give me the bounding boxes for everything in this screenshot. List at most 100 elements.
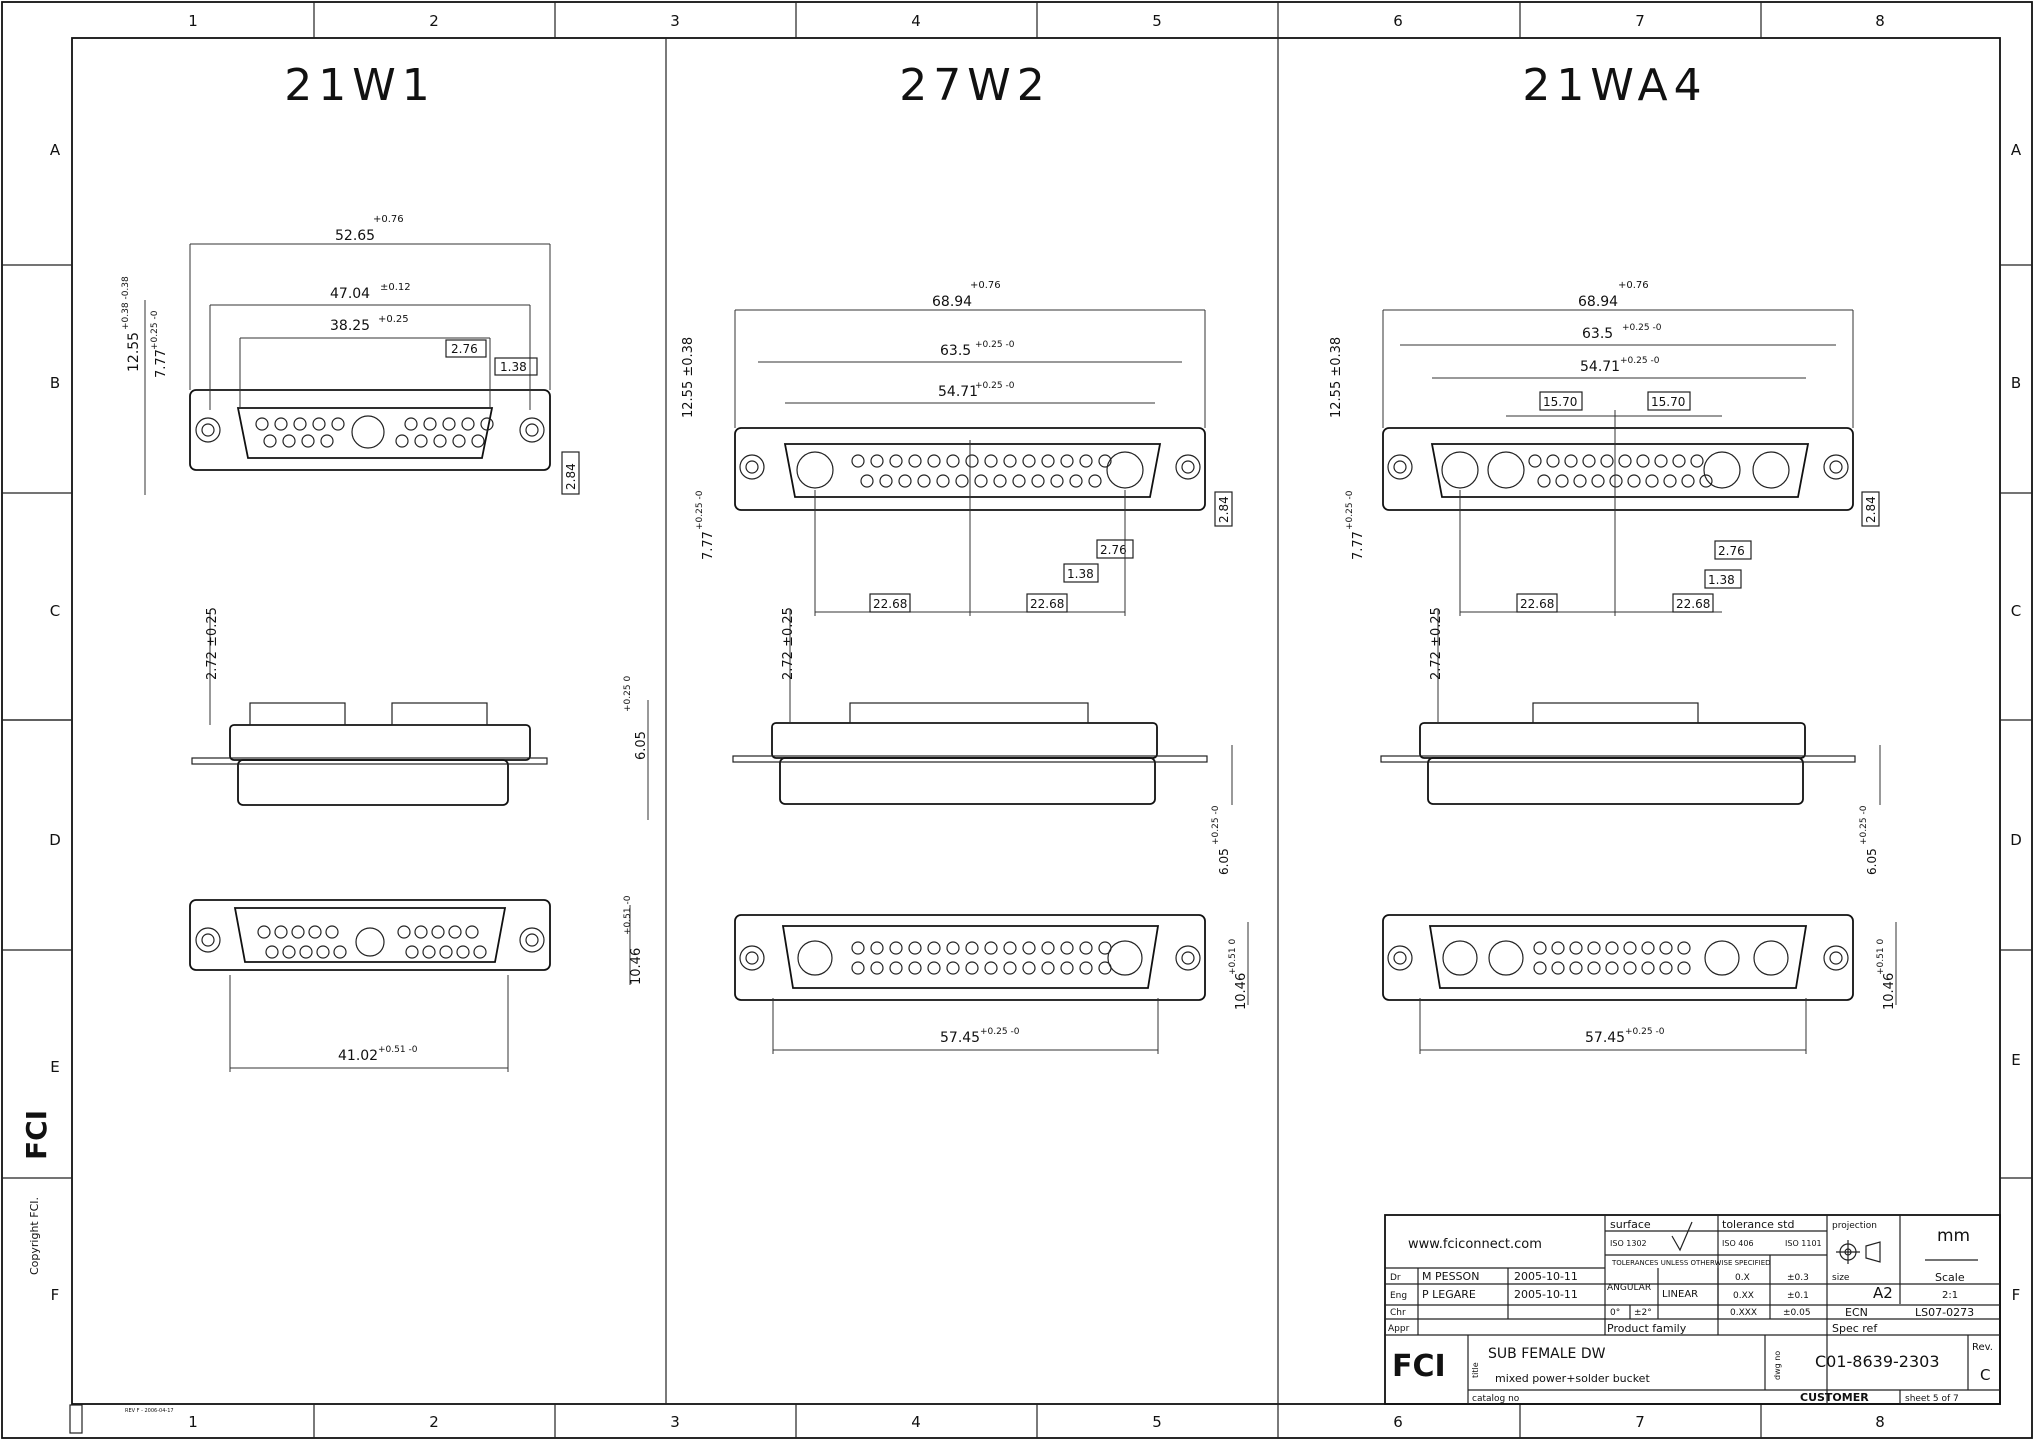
contact-pin: [473, 945, 487, 959]
signal-contacts: [851, 454, 1112, 488]
dim-p2-box: [494, 357, 538, 376]
power-contact-a3: [1487, 451, 1525, 489]
dim-side2: 6.05: [1217, 848, 1231, 875]
drawing-stroke: [1704, 940, 1740, 976]
tol-note: TOLERANCES UNLESS OTHERWISE SPECIFIED: [1611, 1259, 1771, 1267]
dim-c2: 22.68: [1030, 597, 1064, 611]
projection-symbol-icon: [1836, 1240, 1881, 1264]
contact-pin: [1041, 961, 1055, 975]
row-label-f: F: [51, 1286, 60, 1304]
contact-pin: [465, 925, 479, 939]
shell-face: [783, 443, 1162, 498]
drawing-stroke: [1175, 454, 1201, 480]
contact-pin: [870, 941, 884, 955]
dim-h1-box: [561, 451, 580, 495]
contact-pin: [1672, 454, 1686, 468]
dim-a-tol: ±0.12: [380, 282, 411, 293]
sheet: sheet 5 of 7: [1905, 1394, 1959, 1404]
title-label: title: [1471, 1362, 1480, 1378]
title-line2: mixed power+solder bucket: [1495, 1372, 1650, 1385]
contact-pin: [325, 925, 339, 939]
scale-label: Scale: [1935, 1271, 1965, 1284]
drawing-stroke: [1823, 945, 1849, 971]
contact-pin: [282, 945, 296, 959]
drawing-stroke: [1861, 491, 1880, 527]
dim-b-tol: +0.25 -0: [1620, 356, 1660, 366]
ang-tol2: ±2°: [1634, 1308, 1652, 1318]
contact-pin: [879, 474, 893, 488]
bucket-group-left: [249, 702, 346, 726]
contact-pin: [452, 434, 466, 448]
contact-pin: [1098, 454, 1112, 468]
dim-p2: 1.38: [500, 360, 527, 374]
drawing-stroke: [1704, 569, 1742, 589]
dim-bottom-tol: +0.25 -0: [1625, 1027, 1665, 1037]
contact-pin: [414, 925, 428, 939]
contact-pin: [331, 417, 345, 431]
contact-pin: [1060, 454, 1074, 468]
contact-pin: [927, 454, 941, 468]
appr-label: Appr: [1388, 1324, 1410, 1334]
contact-pin: [471, 434, 485, 448]
contact-pin: [1573, 474, 1587, 488]
dim-p1: 2.76: [1100, 543, 1127, 557]
drawing-stroke: [1393, 951, 1407, 965]
row-label-a-right: A: [2011, 141, 2022, 159]
contact-pin: [851, 454, 865, 468]
dim-b-tol: +0.25: [378, 314, 409, 325]
chr-label: Chr: [1390, 1308, 1406, 1318]
dim-w1: 15.70: [1543, 395, 1577, 409]
contact-pin: [312, 417, 326, 431]
dim-c2: 22.68: [1676, 597, 1710, 611]
contact-pin: [1041, 941, 1055, 955]
row-label-c-right: C: [2011, 602, 2021, 620]
row-label-b-right: B: [2011, 374, 2021, 392]
drawing-stroke: [781, 925, 1160, 989]
dim-p1: 2.76: [451, 342, 478, 356]
contact-pin: [946, 941, 960, 955]
power-contact-a1: [796, 451, 834, 489]
linear-label: LINEAR: [1662, 1289, 1698, 1300]
inner-border: [71, 37, 2001, 1405]
dim-c1: 22.68: [873, 597, 907, 611]
contact-pin: [282, 434, 296, 448]
contact-pin: [917, 474, 931, 488]
lin-xx: 0.XX: [1733, 1291, 1754, 1301]
drawing-stroke: [1385, 1215, 2000, 1404]
shell-outline: [189, 389, 551, 471]
contact-pin: [1663, 474, 1677, 488]
drawing-stroke: [1829, 951, 1843, 965]
angular-label: ANGULAR: [1607, 1283, 1651, 1293]
dim-b: 54.71: [938, 384, 978, 400]
contact-pin: [1098, 941, 1112, 955]
col-label-8-bottom: 8: [1875, 1413, 1885, 1431]
dim-v2-tol: +0.25 -0: [1345, 490, 1355, 530]
contact-pin: [1551, 941, 1565, 955]
drawing-stroke: [1753, 940, 1789, 976]
dim-bottom-tol: +0.25 -0: [980, 1027, 1020, 1037]
contact-pin: [255, 417, 269, 431]
contact-pin: [984, 941, 998, 955]
contact-pin: [936, 474, 950, 488]
row-label-f-right: F: [2012, 1286, 2021, 1304]
contact-pin: [965, 454, 979, 468]
lin-xxx: 0.XXX: [1730, 1308, 1757, 1318]
contact-pin: [316, 945, 330, 959]
contact-pin: [1537, 474, 1551, 488]
front-signal-contacts: [851, 941, 1112, 975]
contact-pin: [404, 417, 418, 431]
contact-pin: [1022, 961, 1036, 975]
dim-a-tol: +0.25 -0: [975, 340, 1015, 350]
product-family: Product family: [1607, 1322, 1687, 1335]
contact-pin: [927, 961, 941, 975]
bucket-group: [849, 702, 1089, 724]
contact-pin: [889, 454, 903, 468]
row-label-a: A: [50, 141, 61, 159]
dim-p2: 1.38: [1067, 567, 1094, 581]
contact-pin: [422, 945, 436, 959]
contact-pin: [889, 941, 903, 955]
row-label-b: B: [50, 374, 60, 392]
dim-front: 10.46: [1234, 973, 1249, 1010]
dim-overall-tol: +0.76: [970, 280, 1001, 291]
dim-v1: 12.55 ±0.38: [681, 337, 696, 418]
